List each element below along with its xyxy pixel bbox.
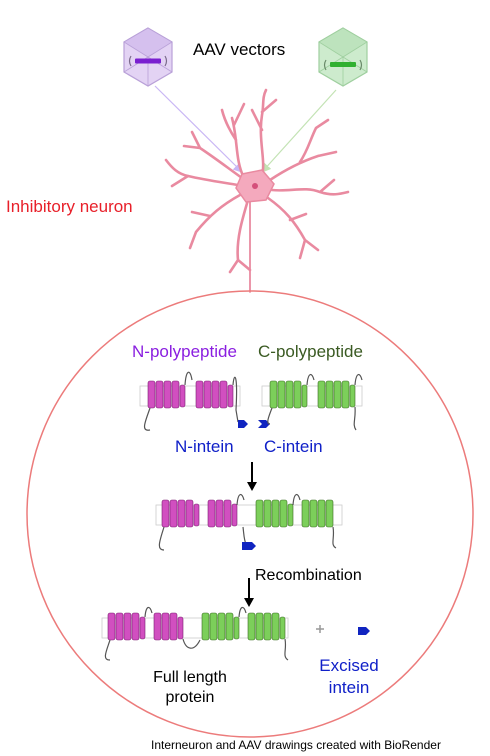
arrow-purple bbox=[154, 85, 243, 173]
n-intein-shape bbox=[238, 420, 248, 428]
aav-capsid-green-icon bbox=[318, 27, 368, 87]
full-length-protein-shape bbox=[101, 606, 289, 661]
c-intein-label: C-intein bbox=[264, 437, 323, 456]
aav-vectors-label: AAV vectors bbox=[193, 40, 286, 59]
aav-capsid-purple-icon bbox=[123, 27, 173, 87]
down-arrow-icon-1 bbox=[247, 462, 257, 491]
excised-intein-shape bbox=[358, 627, 370, 635]
n-polypeptide-label: N-polypeptide bbox=[132, 342, 237, 361]
credit-caption: Interneuron and AAV drawings created wit… bbox=[151, 738, 441, 752]
n-intein-label: N-intein bbox=[175, 437, 234, 456]
plus-icon bbox=[316, 625, 324, 633]
arrow-green bbox=[261, 89, 337, 173]
n-polypeptide-shape bbox=[139, 371, 241, 431]
neuron-nucleus bbox=[252, 183, 258, 189]
c-intein-shape bbox=[258, 420, 270, 428]
down-arrow-icon-2 bbox=[244, 578, 254, 607]
full-length-protein-label: Full length protein bbox=[153, 669, 227, 706]
recombination-label: Recombination bbox=[255, 567, 362, 584]
cell-membrane-circle bbox=[26, 290, 474, 738]
excised-intein-label: Excised intein bbox=[319, 656, 379, 697]
inhibitory-neuron-label: Inhibitory neuron bbox=[6, 197, 133, 216]
joined-precursor-shape bbox=[155, 494, 343, 551]
c-polypeptide-shape bbox=[261, 374, 363, 431]
c-polypeptide-label: C-polypeptide bbox=[258, 342, 363, 361]
